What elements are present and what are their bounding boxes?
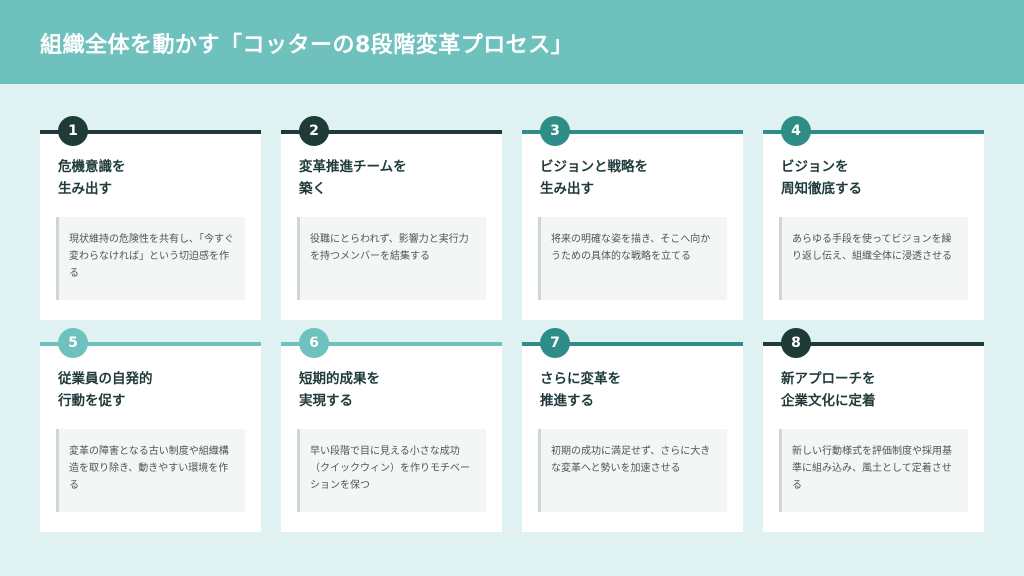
step-number-badge: 6 xyxy=(299,328,329,358)
step-description: 早い段階で目に見える小さな成功（クイックウィン）を作りモチベーションを保つ xyxy=(297,429,486,512)
step-card-6: 6 短期的成果を 実現する 早い段階で目に見える小さな成功（クイックウィン）を作… xyxy=(281,328,502,532)
step-title: さらに変革を 推進する xyxy=(540,371,621,409)
header-banner: 組織全体を動かす「コッターの8段階変革プロセス」 xyxy=(0,0,1024,84)
card-top-line xyxy=(40,342,261,346)
step-card-1: 1 危機意識を 生み出す 現状維持の危険性を共有し、「今すぐ変わらなければ」とい… xyxy=(40,116,261,320)
step-number-badge: 2 xyxy=(299,116,329,146)
step-number-badge: 3 xyxy=(540,116,570,146)
card-top-line xyxy=(40,130,261,134)
step-number-badge: 5 xyxy=(58,328,88,358)
step-card-5: 5 従業員の自発的 行動を促す 変革の障害となる古い制度や組織構造を取り除き、動… xyxy=(40,328,261,532)
step-card-8: 8 新アプローチを 企業文化に定着 新しい行動様式を評価制度や採用基準に組み込み… xyxy=(763,328,984,532)
step-description: 新しい行動様式を評価制度や採用基準に組み込み、風土として定着させる xyxy=(779,429,968,512)
card-top-line xyxy=(522,130,743,134)
step-card-7: 7 さらに変革を 推進する 初期の成功に満足せず、さらに大きな変革へと勢いを加速… xyxy=(522,328,743,532)
card-top-line xyxy=(763,130,984,134)
card-top-line xyxy=(281,342,502,346)
step-description: 変革の障害となる古い制度や組織構造を取り除き、動きやすい環境を作る xyxy=(56,429,245,512)
step-card-3: 3 ビジョンと戦略を 生み出す 将来の明確な姿を描き、そこへ向かうための具体的な… xyxy=(522,116,743,320)
step-card-2: 2 変革推進チームを 築く 役職にとらわれず、影響力と実行力を持つメンバーを結集… xyxy=(281,116,502,320)
step-title: ビジョンを 周知徹底する xyxy=(781,159,862,197)
step-title: 従業員の自発的 行動を促す xyxy=(58,371,153,409)
page-title: 組織全体を動かす「コッターの8段階変革プロセス」 xyxy=(40,33,574,58)
step-number-badge: 4 xyxy=(781,116,811,146)
step-description: 将来の明確な姿を描き、そこへ向かうための具体的な戦略を立てる xyxy=(538,217,727,300)
step-title: 危機意識を 生み出す xyxy=(58,159,126,197)
card-top-line xyxy=(522,342,743,346)
card-top-line xyxy=(763,342,984,346)
step-description: 現状維持の危険性を共有し、「今すぐ変わらなければ」という切迫感を作る xyxy=(56,217,245,300)
step-description: あらゆる手段を使ってビジョンを繰り返し伝え、組織全体に浸透させる xyxy=(779,217,968,300)
step-title: 新アプローチを 企業文化に定着 xyxy=(781,371,876,409)
step-number-badge: 7 xyxy=(540,328,570,358)
step-number-badge: 1 xyxy=(58,116,88,146)
step-description: 初期の成功に満足せず、さらに大きな変革へと勢いを加速させる xyxy=(538,429,727,512)
card-top-line xyxy=(281,130,502,134)
step-number-badge: 8 xyxy=(781,328,811,358)
step-title: 変革推進チームを 築く xyxy=(299,159,407,197)
step-title: 短期的成果を 実現する xyxy=(299,371,380,409)
step-card-4: 4 ビジョンを 周知徹底する あらゆる手段を使ってビジョンを繰り返し伝え、組織全… xyxy=(763,116,984,320)
step-description: 役職にとらわれず、影響力と実行力を持つメンバーを結集する xyxy=(297,217,486,300)
step-title: ビジョンと戦略を 生み出す xyxy=(540,159,648,197)
